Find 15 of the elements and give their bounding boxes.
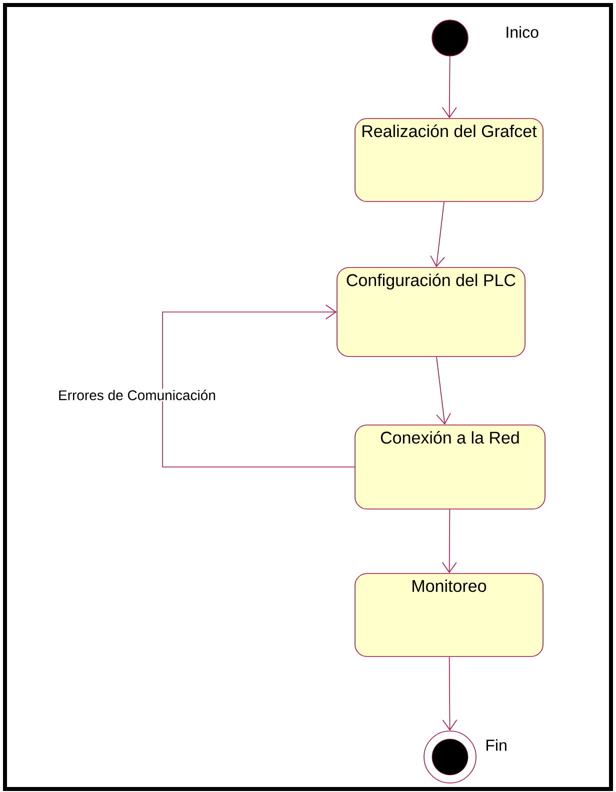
arrow [442, 656, 458, 731]
arrow [430, 202, 445, 268]
activity-box: Conexión a la Red [354, 424, 546, 510]
final-state-circle [424, 730, 476, 784]
arrow [442, 56, 457, 118]
activity-box: Realización del Grafcet [354, 118, 544, 202]
arrow [162, 304, 355, 468]
activity-box: Monitoreo [354, 573, 544, 657]
arrow [436, 356, 451, 425]
activity-box: Configuración del PLC [336, 267, 526, 357]
initial-state-circle [432, 20, 468, 56]
state-label: Fin [486, 739, 506, 751]
arrow [442, 509, 457, 574]
state-label: Inico [506, 26, 538, 38]
edge-label: Errores de Comunicación [59, 390, 216, 400]
